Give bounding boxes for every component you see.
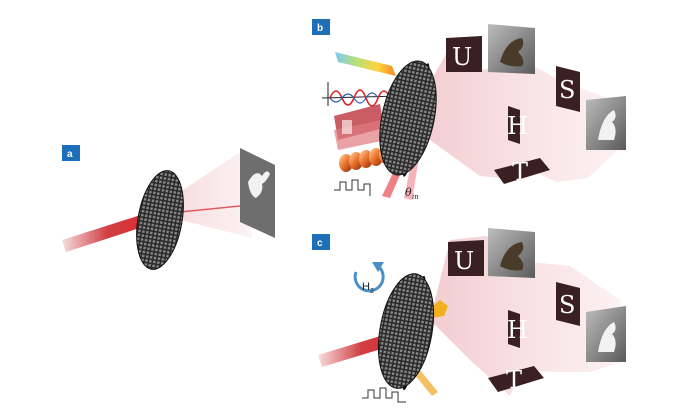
dove-shape — [248, 171, 270, 198]
panel-a-metasurface — [136, 170, 184, 270]
panel-c-tile-h: H — [507, 310, 528, 348]
h2-flow-arrow — [353, 264, 385, 293]
heater-coil-icon — [339, 146, 393, 172]
panel-a-badge: a — [62, 145, 80, 161]
panel-b-tile-t: T — [494, 158, 550, 186]
panel-b-label: b — [317, 23, 323, 34]
panel-a-laser-beam — [62, 212, 152, 252]
gas-subscript: 2 — [370, 288, 374, 295]
waveform-icon-c — [362, 387, 406, 403]
panel-b-letter-t: T — [512, 158, 528, 186]
panel-c-photo-bird — [586, 306, 626, 362]
panel-b-letter-u: U — [452, 43, 472, 71]
panel-b-badge: b — [312, 19, 330, 35]
eagle-image-c — [488, 228, 535, 278]
panel-c-tile-s: S — [556, 282, 580, 326]
panel-c-letter-u: U — [454, 247, 474, 275]
panel-b-letter-h: H — [507, 112, 528, 140]
panel-b-metasurface — [379, 60, 437, 176]
electrode-icon — [342, 120, 352, 134]
blue-wave — [329, 92, 379, 104]
eagle-image — [488, 24, 535, 74]
angle-symbol: θ — [405, 186, 412, 199]
panel-b-letter-s: S — [559, 76, 575, 104]
panel-c-metasurface — [377, 273, 435, 389]
panel-c-letter-s: S — [559, 291, 575, 319]
panel-b: b θ in U — [312, 19, 626, 201]
panel-b-tile-u: U — [446, 36, 482, 72]
panel-c-control-beam — [414, 370, 438, 396]
panel-b-tile-s: S — [556, 66, 580, 112]
panel-c-letter-h: H — [507, 316, 528, 344]
gas-symbol: H — [362, 281, 370, 293]
angle-subscript: in — [412, 193, 419, 201]
panel-c-letter-t: T — [506, 366, 522, 394]
panel-b-photo-bird — [586, 96, 626, 150]
red-wave — [329, 89, 391, 107]
panel-c-tile-u: U — [448, 240, 484, 276]
spectrum-beam-icon — [335, 52, 396, 76]
panel-b-tile-h: H — [507, 106, 528, 144]
h2-arrow-head — [372, 262, 384, 272]
panel-a-label: a — [67, 149, 73, 160]
waveform-icon — [334, 179, 371, 196]
panel-c-tile-t: T — [488, 366, 544, 394]
panel-a: a — [62, 145, 275, 270]
panel-c-label: c — [317, 238, 323, 249]
panel-c: c H 2 U S H — [312, 228, 626, 403]
panel-c-badge: c — [312, 234, 330, 250]
